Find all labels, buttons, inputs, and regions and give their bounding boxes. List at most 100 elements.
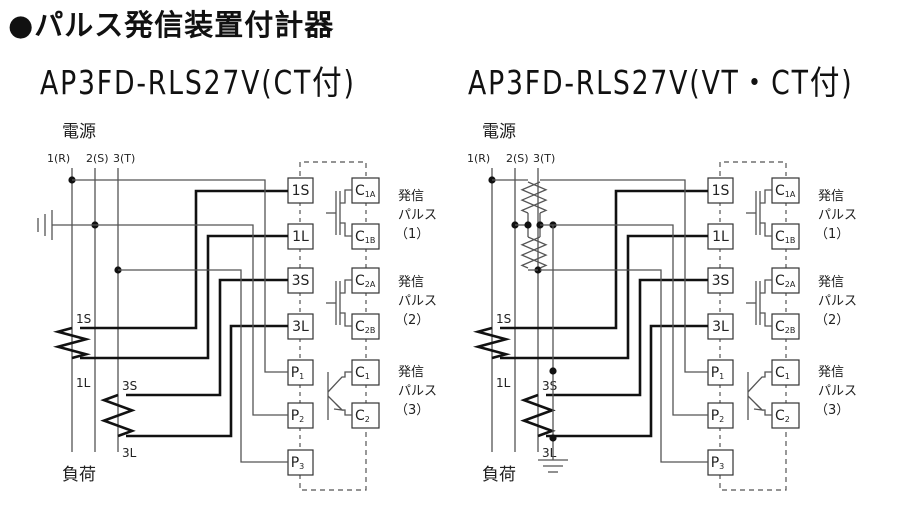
junction [524, 221, 532, 229]
pulse-label: （3） [395, 403, 429, 418]
ct-coil-3 [100, 393, 136, 438]
terminal-label: 3S [712, 273, 730, 289]
diagram-vt-ct: 電源1(R)2(S)3(T)負荷1S1L3S3LP1P2P3C1AC1BC2AC… [467, 122, 857, 491]
wire-p2 [52, 224, 288, 416]
phase-label-s: 2(S) [506, 152, 529, 165]
terminal-box-p1 [707, 359, 734, 386]
ct-coil-1 [52, 326, 92, 360]
vt-coil [532, 236, 548, 269]
pulse-label: パルス [818, 208, 857, 223]
ct-label-1s: 1S [76, 312, 91, 326]
pulse-label: パルス [398, 294, 437, 309]
wire-1l [500, 234, 708, 360]
enclosure-top [719, 161, 787, 176]
wire-3s [126, 278, 288, 397]
page-title: ●パルス発信装置付計器 [8, 8, 335, 42]
pulse-label: パルス [398, 208, 437, 223]
ct-label-3l: 3L [122, 446, 137, 460]
terminal-box-c1a [351, 177, 380, 204]
wire-p1 [540, 179, 708, 373]
enclosure-top [299, 161, 367, 176]
phase-label-r: 1(R) [47, 152, 70, 165]
terminal-label: 3L [292, 319, 309, 335]
pulse-label: パルス [818, 294, 857, 309]
terminal-box-c1 [771, 359, 800, 386]
pulse-label: （1） [815, 227, 849, 242]
junction [549, 367, 557, 375]
pulse-label: 発信 [818, 275, 844, 290]
pulse-label: （2） [395, 313, 429, 328]
load-label: 負荷 [482, 465, 516, 485]
junction [549, 434, 557, 442]
terminal-box-3l [707, 313, 734, 340]
wire-p2 [540, 224, 708, 416]
contact-wire-a [340, 279, 352, 294]
contact-wire-b [340, 312, 352, 327]
terminal-label: 1S [712, 183, 730, 199]
contact-wire-b [760, 312, 772, 327]
wire-1l [80, 234, 288, 360]
ct-label-1s: 1S [496, 312, 511, 326]
ct-label-3s: 3S [542, 379, 557, 393]
terminal-box-p2 [287, 402, 314, 429]
contact-wire-a [340, 189, 352, 204]
terminal-label: 1S [292, 183, 310, 199]
contact-wire-a [760, 279, 772, 294]
terminal-box-c1 [351, 359, 380, 386]
vt-coil [520, 181, 536, 214]
pulse-label: （2） [815, 313, 849, 328]
wire-p3 [118, 269, 288, 463]
pulse-label: 発信 [818, 189, 844, 204]
phase-label-t: 3(T) [533, 152, 555, 165]
pulse-label: （1） [395, 227, 429, 242]
pulse-label: （3） [815, 403, 849, 418]
terminal-box-c1b [771, 223, 800, 250]
transistor-emitter [327, 395, 352, 416]
wire-3l [126, 324, 288, 438]
enclosure-bottom [719, 428, 787, 491]
phase-label-r: 1(R) [467, 152, 490, 165]
diagram-ct: 電源1(R)2(S)3(T)負荷1S1L3S3LP1P2P3C1AC1BC2AC… [37, 122, 437, 491]
terminal-box-c2a [771, 267, 800, 294]
wire-p3 [540, 269, 708, 463]
emitter-arrow [333, 403, 344, 411]
ct-coil-3 [520, 393, 556, 438]
pulse-label: 発信 [398, 275, 424, 290]
wire-1s [500, 189, 708, 330]
wire-p1 [72, 179, 288, 373]
pulse-label: 発信 [398, 365, 424, 380]
ct-label-1l: 1L [76, 376, 91, 390]
pulse-label: 発信 [818, 365, 844, 380]
transistor-collector [747, 371, 772, 393]
terminal-box-c2b [351, 313, 380, 340]
transistor-emitter [747, 395, 772, 416]
vt-coil [520, 236, 536, 269]
model-vt-ct: AP3FD-RLS27V(VT・CT付) [468, 63, 854, 102]
ct-label-3l: 3L [542, 446, 557, 460]
contact-wire-a [760, 189, 772, 204]
wire-3s [546, 278, 708, 397]
ct-label-1l: 1L [496, 376, 511, 390]
terminal-box-3l [287, 313, 314, 340]
terminal-label: 1L [712, 229, 729, 245]
phase-label-s: 2(S) [86, 152, 109, 165]
model-ct: AP3FD-RLS27V(CT付) [40, 63, 356, 102]
wire-1s [80, 189, 288, 330]
terminal-label: 1L [292, 229, 309, 245]
emitter-arrow [753, 403, 764, 411]
pulse-label: パルス [818, 384, 857, 399]
power-label: 電源 [62, 122, 96, 142]
pulse-label: パルス [398, 384, 437, 399]
pulse-label: 発信 [398, 189, 424, 204]
junction-s [511, 221, 519, 229]
wire-3l [546, 324, 708, 438]
enclosure-bottom [299, 428, 367, 491]
terminal-box-c2a [351, 267, 380, 294]
contact-wire-b [340, 222, 352, 237]
ct-coil-1 [472, 326, 512, 360]
contact-wire-b [760, 222, 772, 237]
ct-label-3s: 3S [122, 379, 137, 393]
terminal-label: 3L [712, 319, 729, 335]
power-label: 電源 [482, 122, 516, 142]
